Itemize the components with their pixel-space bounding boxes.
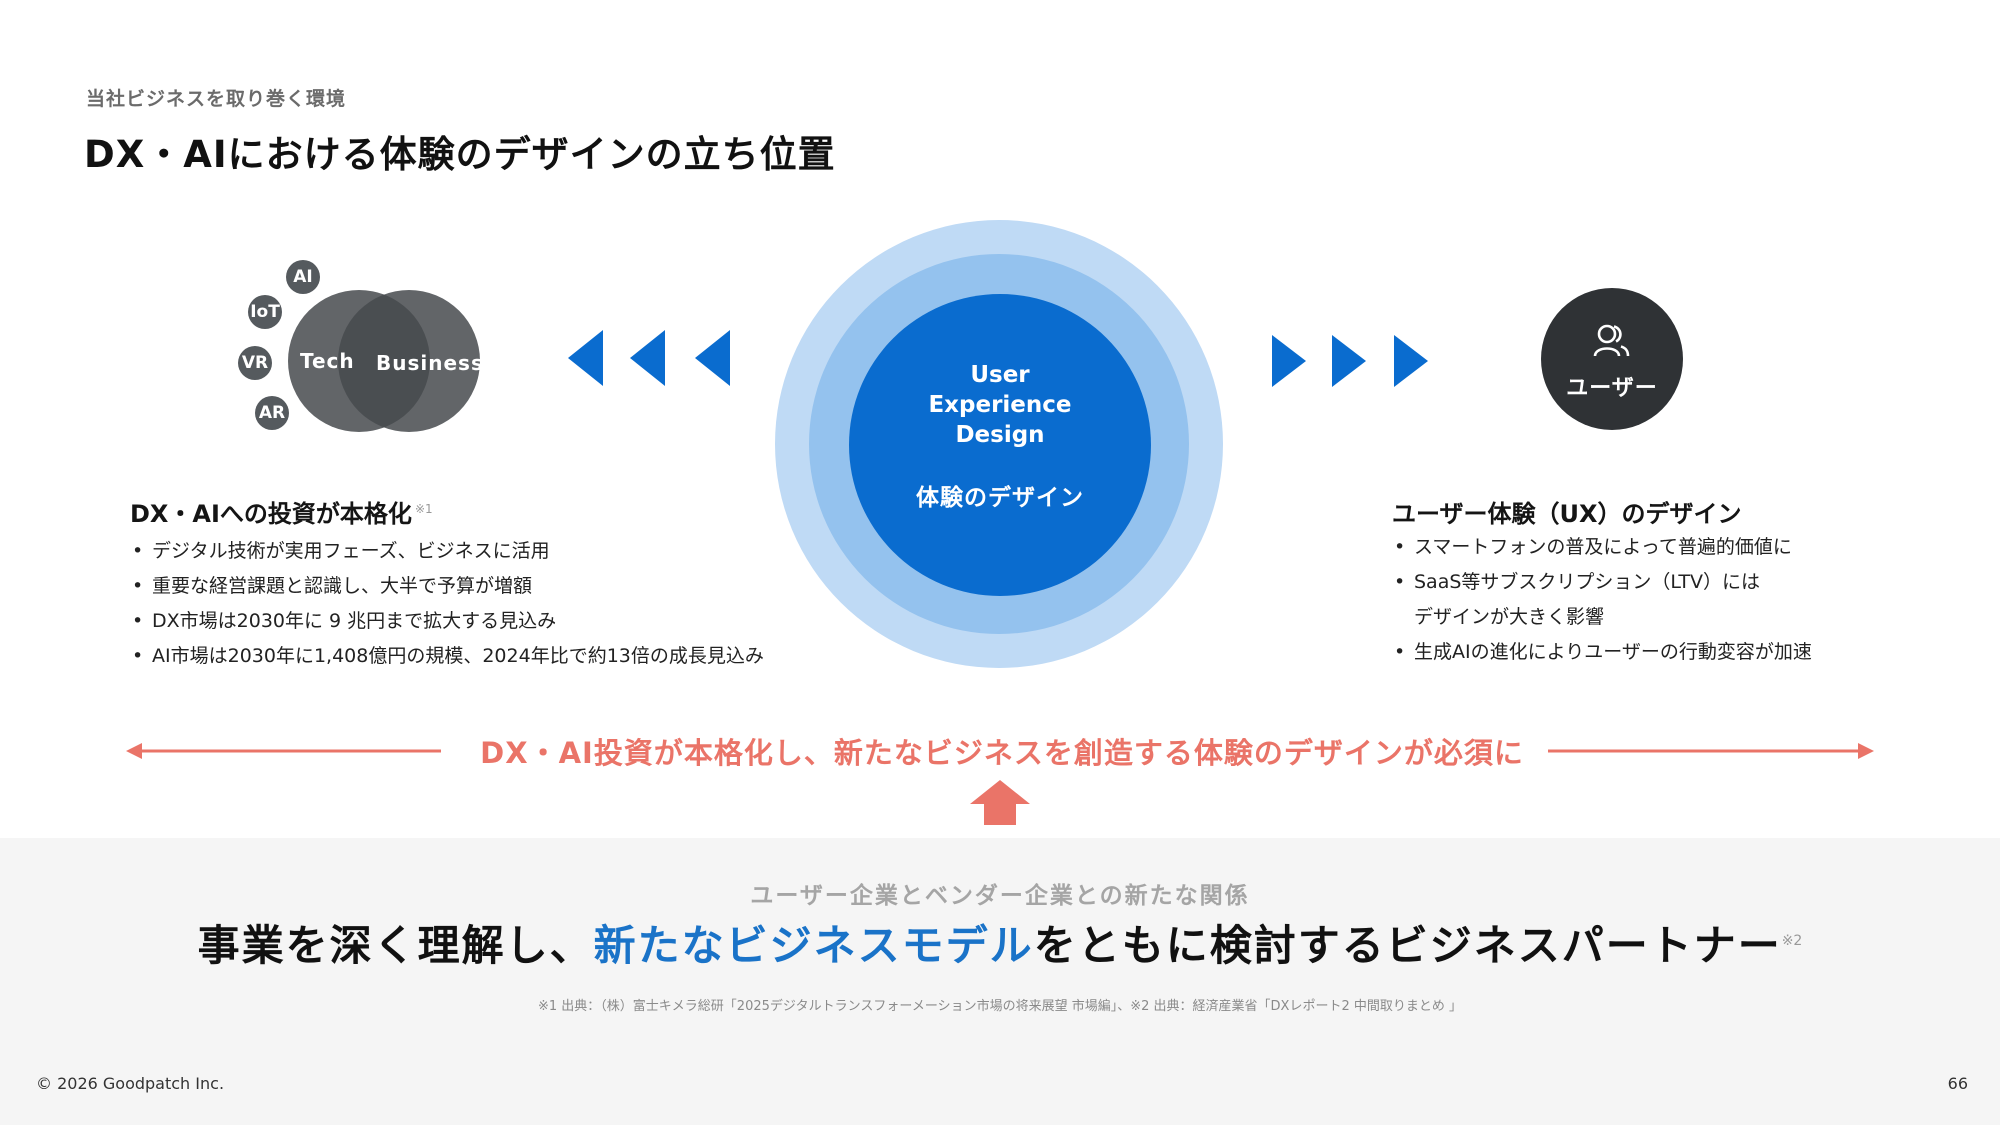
list-item: DX市場は2030年に 9 兆円まで拡大する見込み xyxy=(130,604,764,639)
bullet-continuation: デザインが大きく影響 xyxy=(1414,606,1605,628)
user-circle xyxy=(1541,288,1683,430)
arrow-left-2 xyxy=(630,330,665,386)
banner-message: DX・AI投資が本格化し、新たなビジネスを創造する体験のデザインが必須に xyxy=(480,736,1524,770)
bottom-band xyxy=(0,838,2000,1125)
page-title: DX・AIにおける体験のデザインの立ち位置 xyxy=(84,133,836,176)
banner-arrow-left xyxy=(126,743,441,759)
list-item: デジタル技術が実用フェーズ、ビジネスに活用 xyxy=(130,534,764,569)
list-item: スマートフォンの普及によって普遍的価値に xyxy=(1392,530,1812,565)
arrow-right-1 xyxy=(1272,335,1306,387)
venn-circle-business xyxy=(338,290,480,432)
headline-highlight: 新たなビジネスモデル xyxy=(593,921,1034,970)
right-arrows xyxy=(1272,335,1428,387)
bottom-headline: 事業を深く理解し、新たなビジネスモデルをともに検討するビジネスパートナー※2 xyxy=(197,921,1803,970)
arrow-right-3 xyxy=(1394,335,1428,387)
list-item: 重要な経営課題と認識し、大半で予算が増額 xyxy=(130,569,764,604)
banner-arrow-right xyxy=(1548,743,1874,759)
ux-english-label: User Experience Design xyxy=(928,362,1072,448)
list-item: 生成AIの進化によりユーザーの行動変容が加速 xyxy=(1392,635,1812,670)
left-bullet-list: デジタル技術が実用フェーズ、ビジネスに活用 重要な経営課題と認識し、大半で予算が… xyxy=(130,534,764,674)
arrow-left-1 xyxy=(568,330,603,386)
source-footnote: ※1 出典：（株）富士キメラ総研「2025デジタルトランスフォーメーション市場の… xyxy=(538,999,1462,1014)
up-arrow-icon xyxy=(970,780,1030,825)
users-icon xyxy=(1593,324,1630,357)
tech-business-venn: AI IoT VR AR Tech Business xyxy=(230,255,510,445)
left-section-heading: DX・AIへの投資が本格化※1 xyxy=(130,500,433,528)
venn-label-tech: Tech xyxy=(300,349,355,373)
ux-japanese-label: 体験のデザイン xyxy=(916,485,1084,511)
list-item: AI市場は2030年に1,408億円の規模、2024年比で約13倍の成長見込み xyxy=(130,639,764,674)
bubble-vr: VR xyxy=(238,346,272,380)
arrow-right-2 xyxy=(1332,335,1366,387)
ux-core-circle xyxy=(849,294,1151,596)
page-number: 66 xyxy=(1947,1074,1968,1093)
copyright: © 2026 Goodpatch Inc. xyxy=(36,1074,225,1093)
venn-label-business: Business xyxy=(376,351,484,375)
eyebrow-label: 当社ビジネスを取り巻く環境 xyxy=(86,88,347,110)
bubble-iot: IoT xyxy=(248,295,282,329)
bubble-ar: AR xyxy=(255,396,289,430)
bubble-ai: AI xyxy=(286,260,320,294)
right-bullet-list: スマートフォンの普及によって普遍的価値に SaaS等サブスクリプション（LTV）… xyxy=(1392,530,1812,670)
left-arrows xyxy=(568,330,730,386)
user-label: ユーザー xyxy=(1566,376,1658,401)
arrow-left-3 xyxy=(695,330,730,386)
bottom-subhead: ユーザー企業とベンダー企業との新たな関係 xyxy=(750,883,1250,909)
right-section-heading: ユーザー体験（UX）のデザイン xyxy=(1392,500,1742,528)
